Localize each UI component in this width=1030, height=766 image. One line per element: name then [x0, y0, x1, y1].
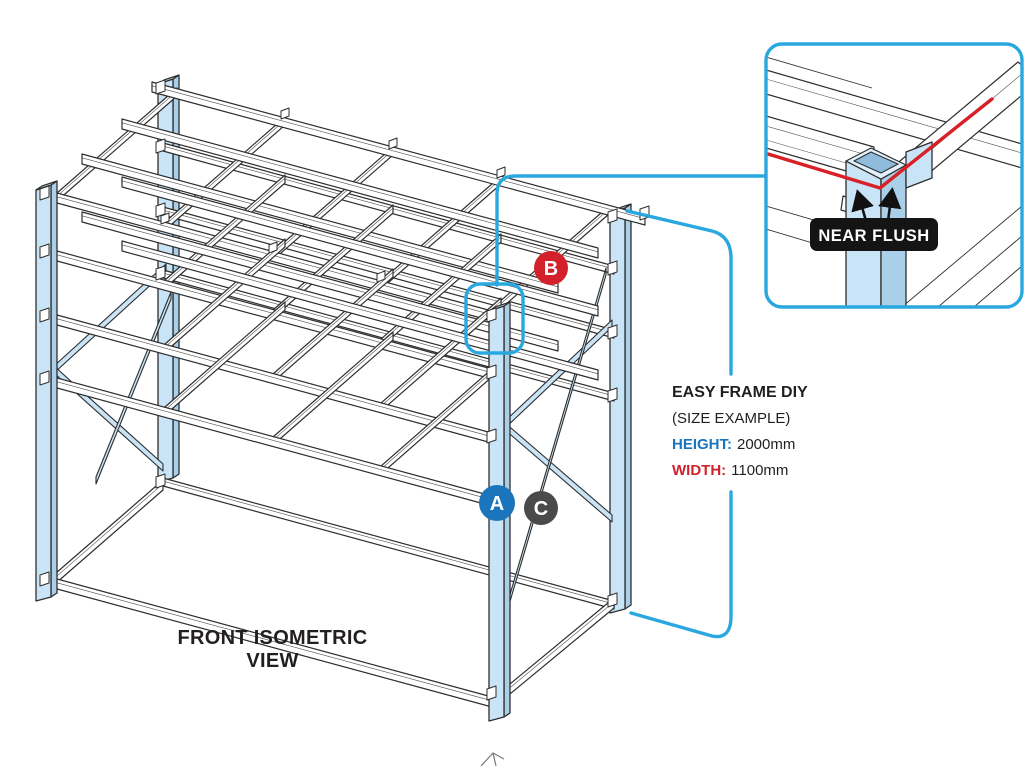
callout-leader-line [495, 174, 768, 287]
width-value: 1100mm [731, 462, 789, 479]
marker-a: A [479, 485, 515, 521]
shelf-grids [45, 81, 646, 507]
connector-block [268, 241, 278, 254]
beam [121, 240, 599, 381]
connector-block [388, 137, 398, 150]
marker-b-label: B [544, 258, 558, 280]
info-height-row: HEIGHT: 2000mm [672, 432, 840, 458]
connector-block [39, 571, 50, 587]
marker-b: B [534, 251, 568, 285]
view-title-line2: VIEW [246, 650, 299, 672]
marker-c-label: C [534, 498, 548, 520]
size-info-block: EASY FRAME DIY (SIZE EXAMPLE) HEIGHT: 200… [668, 376, 842, 490]
connector-block [607, 260, 618, 276]
connector-block [155, 138, 166, 154]
connector-block [486, 428, 497, 444]
near-flush-label: NEAR FLUSH [818, 227, 929, 245]
bottom-rails [45, 479, 615, 709]
beam [121, 176, 599, 317]
connector-block [607, 387, 618, 403]
connector-block [607, 324, 618, 340]
page-curl-icon [480, 752, 505, 766]
connector-block [39, 243, 50, 259]
joint-highlight-box [464, 282, 525, 355]
marker-a-label: A [490, 493, 504, 515]
connector-block [486, 685, 497, 701]
height-value: 2000mm [737, 436, 796, 453]
connector-block [280, 107, 290, 120]
callout-border [764, 42, 1024, 309]
connector-blocks [39, 79, 650, 701]
height-label: HEIGHT: [672, 436, 732, 453]
beam [95, 291, 172, 485]
connector-block [160, 212, 170, 225]
connector-block [39, 370, 50, 386]
connector-block [39, 185, 50, 201]
connector-block [486, 307, 497, 323]
size-bracket-top [625, 209, 733, 376]
connector-block [376, 270, 386, 283]
beam [151, 81, 646, 226]
post-side-face [624, 203, 632, 610]
beam [47, 479, 164, 591]
info-subtitle: (SIZE EXAMPLE) [672, 410, 791, 427]
connector-block [607, 208, 618, 224]
near-flush-label-bg [810, 218, 938, 251]
callout-detail: NEAR FLUSH [764, 42, 1024, 309]
view-title-line1: FRONT ISOMETRIC [177, 627, 368, 649]
connector-block [39, 307, 50, 323]
info-width-row: WIDTH:1100mm [672, 458, 840, 484]
beam [492, 597, 615, 709]
connector-block [486, 364, 497, 380]
connector-block [155, 265, 166, 281]
view-title: FRONT ISOMETRIC VIEW [150, 627, 395, 673]
beam [81, 153, 559, 294]
connector-block [496, 166, 506, 179]
info-title: EASY FRAME DIY [672, 384, 808, 401]
width-label: WIDTH: [672, 462, 727, 479]
beam [81, 211, 559, 352]
beam [121, 118, 599, 259]
marker-c: C [524, 491, 558, 525]
size-bracket-bottom [629, 490, 733, 639]
post-side-face [50, 180, 58, 598]
connector-block [155, 79, 166, 95]
connector-block [607, 592, 618, 608]
connector-block [155, 473, 166, 489]
